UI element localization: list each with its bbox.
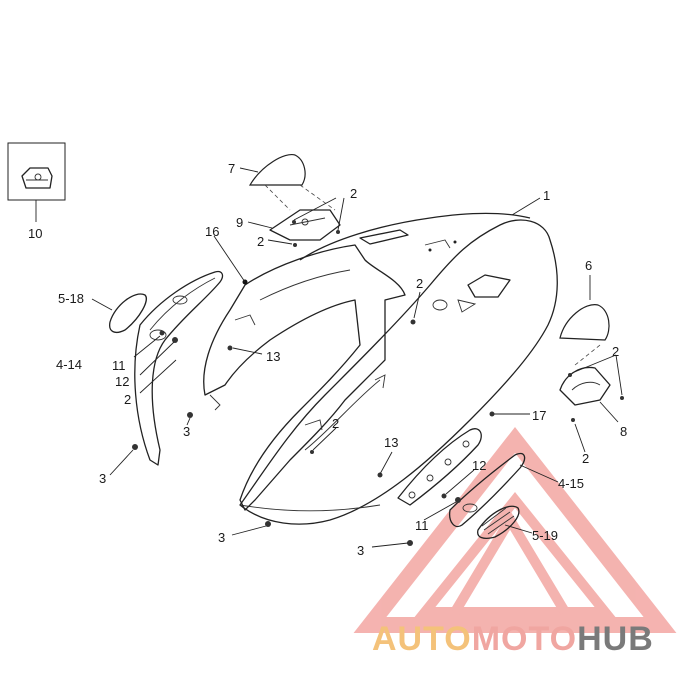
callout-3: 3 <box>99 471 106 486</box>
callout-4-14: 4-14 <box>56 357 82 372</box>
fasteners <box>132 220 624 546</box>
reflector-part-5-19 <box>477 505 533 539</box>
callout-7: 7 <box>228 161 235 176</box>
callout-12: 12 <box>115 374 129 389</box>
side-cover-part-4-14 <box>134 270 224 466</box>
trim-plate-right <box>397 428 482 506</box>
callout-2: 2 <box>332 416 339 431</box>
callout-13: 13 <box>384 435 398 450</box>
vent-cover-part-7 <box>239 154 336 211</box>
callout-9: 9 <box>236 215 243 230</box>
callout-4-15: 4-15 <box>558 476 584 491</box>
callout-13: 13 <box>266 349 280 364</box>
svg-text:AUTOMOTOHUB: AUTOMOTOHUB <box>372 620 654 658</box>
callout-2: 2 <box>612 344 619 359</box>
side-cover-part-4-15 <box>449 452 559 528</box>
callout-5-19: 5-19 <box>532 528 558 543</box>
callout-2: 2 <box>257 234 264 249</box>
bracket-part-8 <box>559 344 619 423</box>
callout-11: 11 <box>112 358 126 373</box>
watermark-moto: MOTO <box>472 620 577 658</box>
callout-16: 16 <box>205 224 219 239</box>
callout-3: 3 <box>218 530 225 545</box>
watermark-logo <box>353 427 677 633</box>
callout-10: 10 <box>28 226 42 241</box>
callout-5-18: 5-18 <box>58 291 84 306</box>
callout-11: 11 <box>415 518 429 533</box>
callout-1: 1 <box>543 188 550 203</box>
inner-panel-part-16 <box>203 235 406 511</box>
callout-labels: 1 2 2 2 2 2 2 2 3 3 3 3 4-14 4-15 5-18 5… <box>28 161 627 558</box>
reflector-part-5-18 <box>91 293 147 333</box>
callout-6: 6 <box>585 258 592 273</box>
callout-2: 2 <box>124 392 131 407</box>
inset-box-part-10 <box>7 142 66 222</box>
callout-2: 2 <box>582 451 589 466</box>
watermark-hub: HUB <box>577 620 654 658</box>
bracket-part-9 <box>247 209 341 241</box>
callout-17: 17 <box>532 408 546 423</box>
tail-body-part-1 <box>239 197 558 525</box>
vent-cover-part-6 <box>559 275 610 341</box>
callout-3: 3 <box>183 424 190 439</box>
callout-12: 12 <box>472 458 486 473</box>
watermark-auto: AUTO <box>372 620 472 658</box>
leader-lines <box>109 197 623 548</box>
callout-3: 3 <box>357 543 364 558</box>
watermark-wordmark: AUTOMOTOHUB <box>372 620 654 658</box>
callout-2: 2 <box>350 186 357 201</box>
callout-2: 2 <box>416 276 423 291</box>
callout-8: 8 <box>620 424 627 439</box>
